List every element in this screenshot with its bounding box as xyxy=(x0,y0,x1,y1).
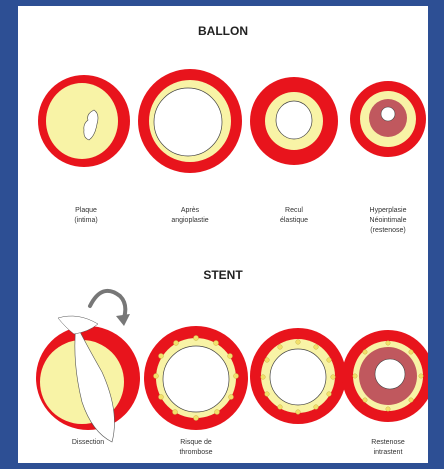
caption-elastic-recoil: Recul élastique xyxy=(246,206,342,226)
caption-neointimal-hyperplasia: Hyperplasie Néointimale (restenose) xyxy=(340,206,436,236)
stent-thrombosis-vessel xyxy=(144,326,248,430)
stent-restenosis-vessel xyxy=(342,330,428,422)
caption-thrombosis-risk: Risque de thrombose xyxy=(148,438,244,458)
dissection-flap-arrow xyxy=(90,291,130,326)
stent-expanded-vessel xyxy=(250,328,346,424)
caption-after-angioplasty: Après angioplastie xyxy=(142,206,238,226)
ballon-heading: BALLON xyxy=(18,24,428,38)
diagram-panel: BALLON Plaque (intima) Après angioplasti… xyxy=(18,6,428,463)
caption-dissection: Dissection xyxy=(40,438,136,448)
ballon-plaque-vessel xyxy=(38,75,130,167)
ballon-angioplasty-vessel xyxy=(138,69,242,173)
ballon-neointima-vessel xyxy=(350,81,426,157)
stent-heading: STENT xyxy=(18,268,428,282)
caption-plaque: Plaque (intima) xyxy=(38,206,134,226)
stent-dissection-vessel xyxy=(36,316,140,442)
ballon-recoil-vessel xyxy=(250,77,338,165)
caption-instent-restenosis: Restenose intrastent xyxy=(340,438,436,458)
